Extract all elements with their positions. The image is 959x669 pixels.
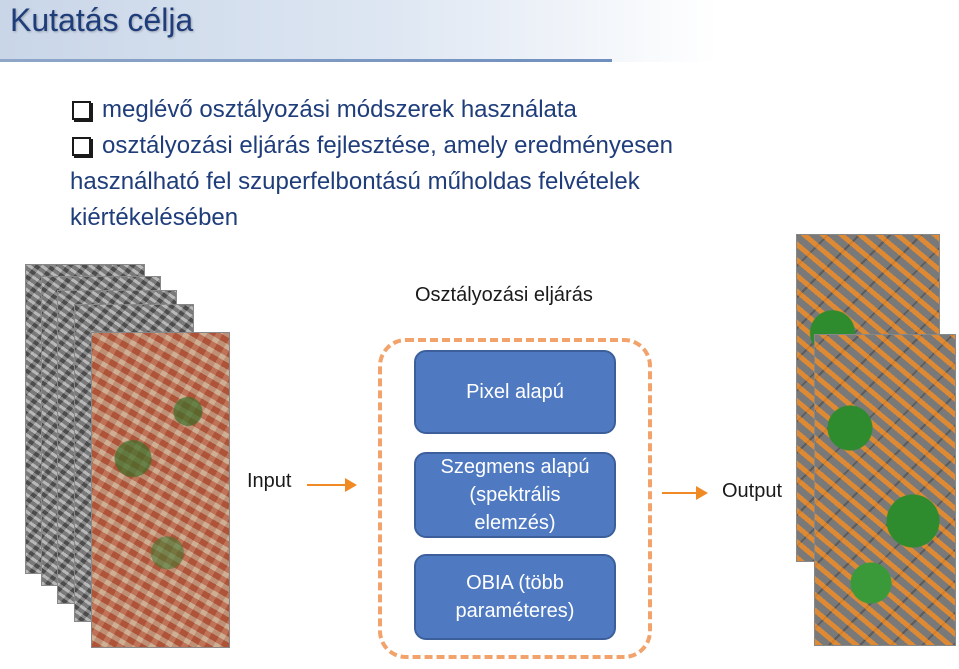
slide-title: Kutatás célja [10,2,194,38]
title-underline [0,59,612,62]
bullet-item: meglévő osztályozási módszerek használat… [70,92,830,128]
method-group-frame [378,338,652,659]
output-label: Output [722,480,783,502]
method-pixel-box: Pixel alapú [414,350,616,434]
bullet-continuation: kiértékelésében [70,204,239,231]
input-satellite-image [91,332,230,648]
output-arrow-icon [662,486,708,500]
checkbox-bullet-icon [72,137,91,156]
section-label: Osztályozási eljárás [415,284,593,306]
method-segment-box: Szegmens alapú (spektrális elemzés) [414,452,616,538]
bullet-item: osztályozási eljárás fejlesztése, amely … [70,128,830,164]
bullet-list: meglévő osztályozási módszerek használat… [70,92,830,236]
bullet-text: meglévő osztályozási módszerek használat… [102,96,577,123]
input-arrow-icon [307,478,357,492]
input-label: Input [247,470,292,492]
method-label: OBIA (több paraméteres) [455,572,575,622]
method-label: Szegmens alapú (spektrális elemzés) [440,456,590,534]
bullet-text: osztályozási eljárás fejlesztése, amely … [102,132,673,159]
method-obia-box: OBIA (több paraméteres) [414,554,616,640]
title-bar [0,0,959,62]
checkbox-bullet-icon [72,101,91,120]
output-classified-image [814,334,956,646]
method-label: Pixel alapú [466,381,564,403]
bullet-continuation: használható fel szuperfelbontású műholda… [70,168,640,195]
